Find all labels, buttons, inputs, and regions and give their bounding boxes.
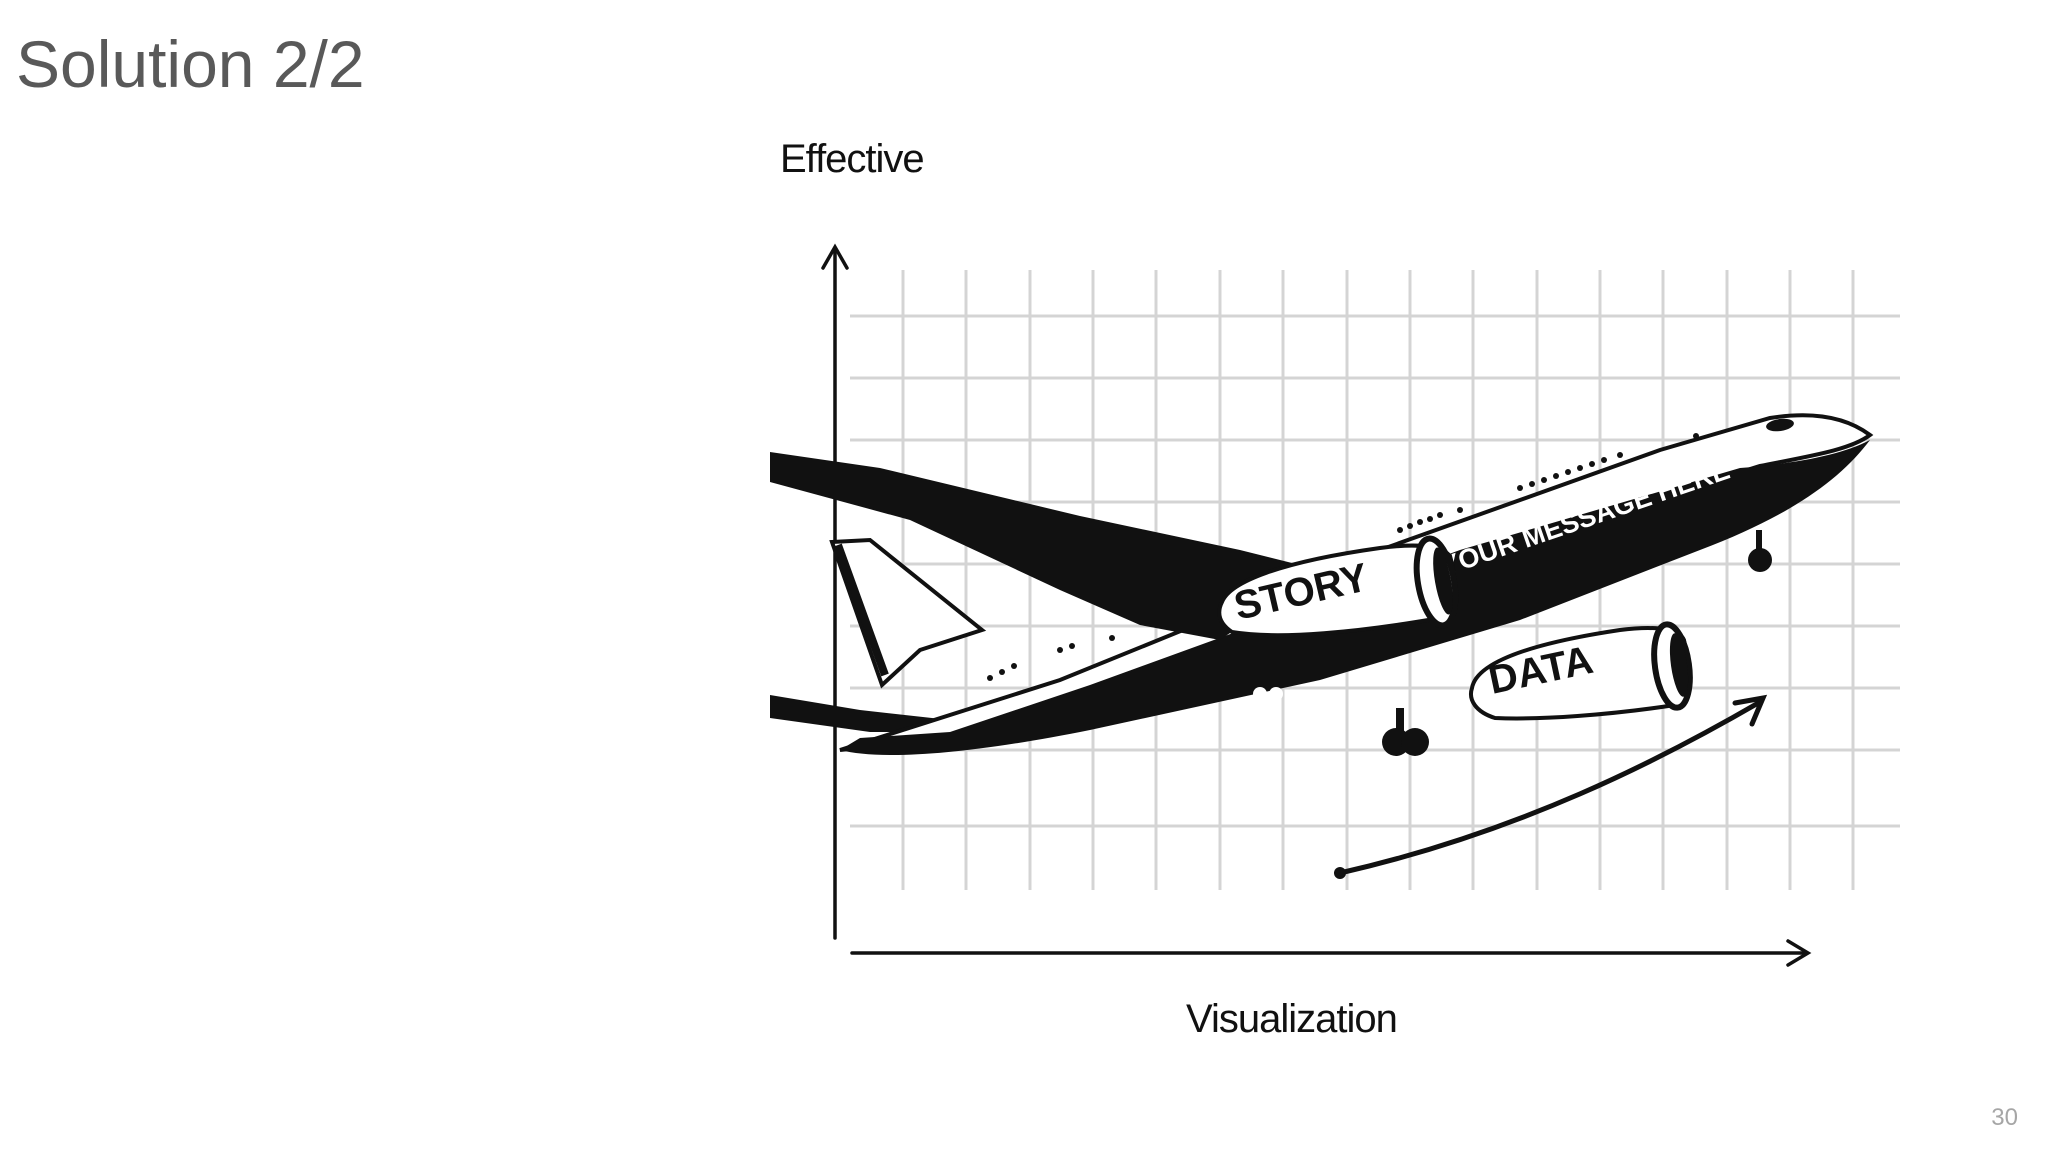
landing-gear	[1253, 530, 1772, 756]
main-wing	[770, 452, 1320, 640]
y-axis-label: Effective	[780, 137, 924, 181]
page-number: 30	[1991, 1104, 2018, 1131]
engine-story: STORY	[1217, 535, 1459, 638]
growth-arrow	[1337, 694, 1768, 876]
grid	[850, 270, 1900, 890]
slide-title: Solution 2/2	[16, 27, 365, 101]
x-axis	[850, 939, 1812, 967]
airplane-chart-illustration: Effective Visualization	[760, 120, 1920, 1060]
airplane: YOUR MESSAGE HERE STORY DATA	[770, 413, 1874, 756]
growth-arrow-start	[1334, 867, 1346, 879]
x-axis-label: Visualization	[1186, 997, 1397, 1041]
y-axis	[821, 243, 849, 940]
tail-fin	[829, 537, 987, 689]
rear-stabilizer	[770, 695, 950, 732]
engine-data: DATA	[1469, 621, 1693, 721]
